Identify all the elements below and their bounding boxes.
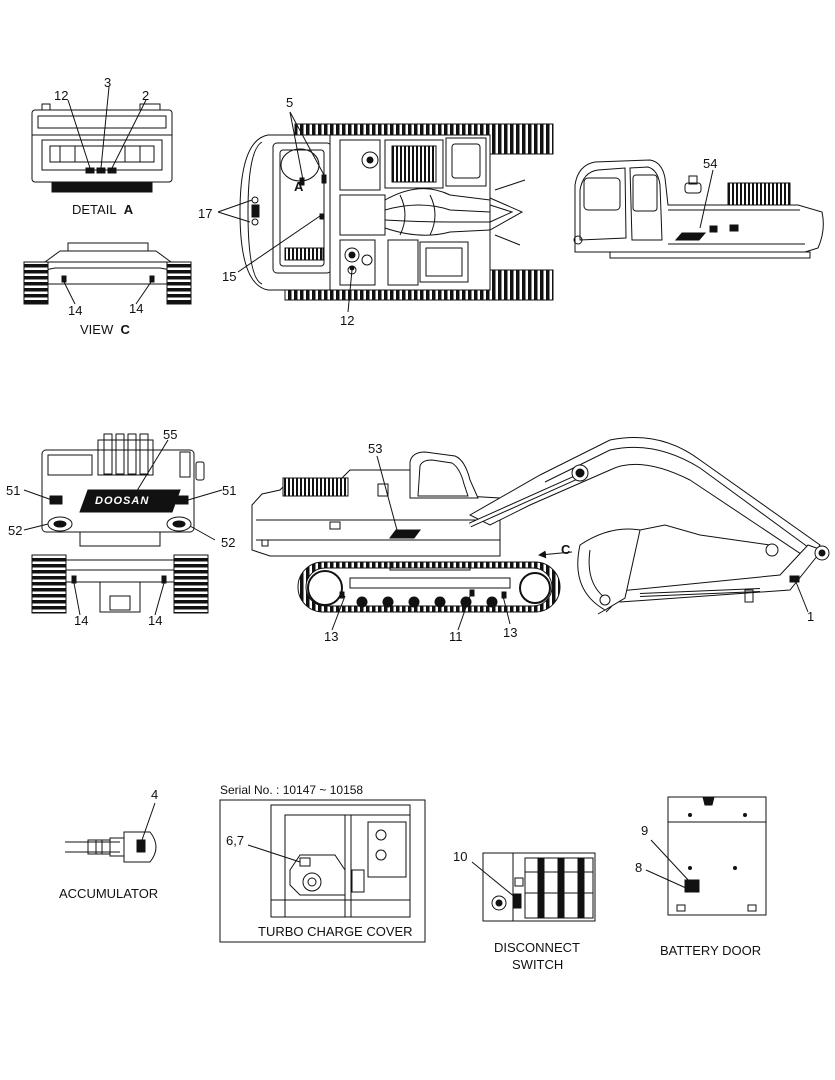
callout-5: 5 <box>286 95 294 110</box>
callout-15: 15 <box>222 269 237 284</box>
marker-a: A <box>294 179 304 194</box>
callout-8: 8 <box>635 860 643 875</box>
detail-a-caption-text: DETAIL <box>72 202 117 217</box>
detail-a-drawing <box>31 86 173 193</box>
turbo-cover-drawing <box>219 799 426 943</box>
disconnect-switch-drawing <box>471 852 596 922</box>
callout-17: 17 <box>198 206 213 221</box>
callout-2: 2 <box>142 88 150 103</box>
side-view-drawing <box>251 437 830 631</box>
disconnect-caption-line2: SWITCH <box>512 957 564 972</box>
callout-11: 11 <box>449 629 463 644</box>
callout-51-left: 51 <box>6 483 21 498</box>
callout-52-left: 52 <box>8 523 23 538</box>
callout-1: 1 <box>807 609 815 624</box>
top-view-drawing <box>217 111 554 313</box>
turbo-cover-caption: TURBO CHARGE COVER <box>258 924 413 939</box>
battery-door-caption: BATTERY DOOR <box>660 943 762 958</box>
view-c-caption-text: VIEW <box>80 322 114 337</box>
disconnect-caption-line1: DISCONNECT <box>494 940 580 955</box>
view-c-drawing <box>23 242 192 305</box>
callout-10: 10 <box>453 849 468 864</box>
marker-c: C <box>561 542 571 557</box>
callout-6-7: 6,7 <box>226 833 245 848</box>
turbo-serial-text: Serial No. : 10147 ~ 10158 <box>220 783 364 797</box>
callout-14-front-right: 14 <box>148 613 163 628</box>
callout-13-right: 13 <box>503 625 518 640</box>
accumulator-caption: ACCUMULATOR <box>59 886 159 901</box>
callout-14-view-c-right: 14 <box>129 301 144 316</box>
cab-side-drawing <box>573 159 824 259</box>
callout-9: 9 <box>641 823 649 838</box>
callout-55: 55 <box>163 427 178 442</box>
detail-a-caption: DETAIL A <box>72 202 133 218</box>
callout-3: 3 <box>104 75 112 90</box>
doosan-brand-text: DOOSAN <box>95 495 150 507</box>
callout-51-right: 51 <box>222 483 237 498</box>
battery-door-drawing <box>645 796 767 916</box>
callout-14-front-left: 14 <box>74 613 89 628</box>
callout-14-view-c-left: 14 <box>68 303 83 318</box>
front-view-drawing <box>23 433 223 616</box>
view-c-caption: VIEW C <box>80 322 130 338</box>
view-c-caption-letter: C <box>120 322 130 337</box>
callout-4: 4 <box>151 787 159 802</box>
callout-12-top-view: 12 <box>340 313 355 328</box>
detail-a-caption-letter: A <box>123 202 134 217</box>
callout-53: 53 <box>368 441 383 456</box>
callout-13-left: 13 <box>324 629 339 644</box>
callout-54: 54 <box>703 156 718 171</box>
callout-52-right: 52 <box>221 535 236 550</box>
callout-12-detail-a: 12 <box>54 88 69 103</box>
accumulator-drawing <box>65 802 157 863</box>
